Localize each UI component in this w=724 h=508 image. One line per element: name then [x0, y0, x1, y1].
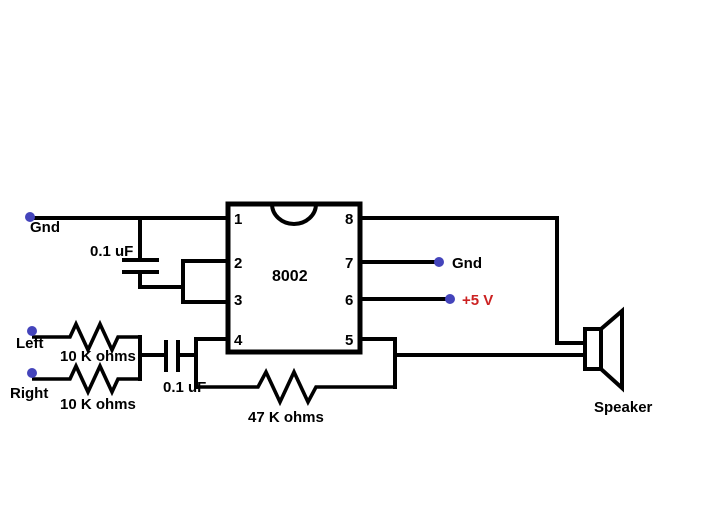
pin-number-3: 3 — [234, 292, 242, 309]
terminal-dot-vcc — [445, 294, 455, 304]
terminal-label-gnd-right: Gnd — [452, 255, 482, 272]
speaker-body-icon — [583, 327, 603, 371]
component-label-resistor-left: 10 K ohms — [60, 348, 136, 365]
terminal-label-left-input: Left — [16, 335, 44, 352]
terminal-dot-gnd-left — [25, 212, 35, 222]
component-capacitor-bypass — [122, 216, 185, 289]
net-pin8-to-speaker — [358, 216, 587, 345]
ic-part-number: 8002 — [272, 268, 308, 285]
net-pin2-pin3-loop — [181, 259, 230, 304]
component-resistor-right — [32, 361, 140, 397]
ic-body-8002 — [225, 201, 363, 355]
terminal-dot-gnd-right — [434, 257, 444, 267]
component-label-capacitor-coupling: 0.1 uF — [163, 379, 206, 396]
component-label-capacitor-bypass: 0.1 uF — [90, 243, 133, 260]
component-resistor-feedback — [196, 367, 395, 407]
pin-number-4: 4 — [234, 332, 243, 349]
net-pin4-input — [179, 337, 230, 389]
pin-number-1: 1 — [234, 211, 242, 228]
terminal-label-right-input: Right — [10, 385, 48, 402]
component-label-resistor-feedback: 47 K ohms — [248, 409, 324, 426]
terminal-label-vcc: +5 V — [462, 292, 493, 309]
speaker-cone-icon — [599, 306, 624, 393]
terminal-dot-right-input — [27, 368, 37, 378]
component-capacitor-coupling — [164, 340, 180, 372]
pin-number-5: 5 — [345, 332, 353, 349]
net-mixing-node — [138, 335, 166, 381]
component-resistor-left — [32, 319, 140, 355]
pin-number-7: 7 — [345, 255, 353, 272]
pin-number-8: 8 — [345, 211, 353, 228]
ic-notch-icon — [270, 203, 318, 226]
pin-number-6: 6 — [345, 292, 353, 309]
net-pin5-output — [358, 337, 587, 389]
component-speaker — [583, 306, 624, 393]
terminal-dot-left-input — [27, 326, 37, 336]
component-label-resistor-right: 10 K ohms — [60, 396, 136, 413]
component-label-speaker: Speaker — [594, 399, 653, 416]
pin-number-2: 2 — [234, 255, 242, 272]
terminal-label-gnd-left: Gnd — [30, 219, 60, 236]
